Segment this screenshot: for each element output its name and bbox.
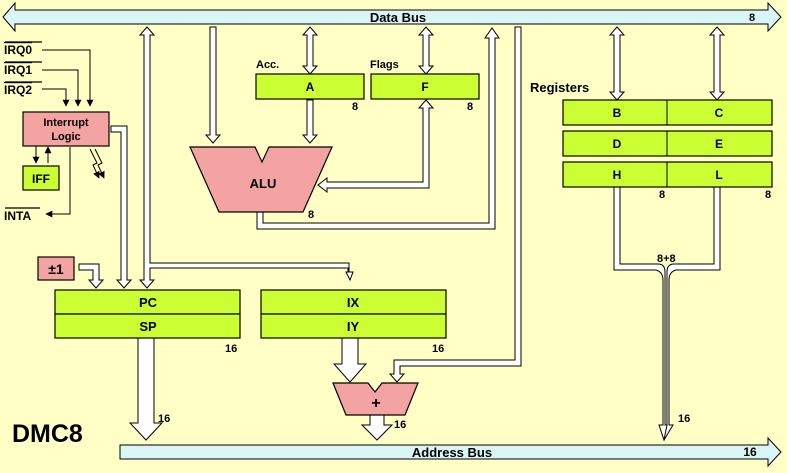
register-l-label: L <box>715 168 722 182</box>
flags-label: F <box>421 80 428 94</box>
irq-labels: IRQ0 IRQ1 IRQ2 <box>4 41 42 97</box>
register-pair-de: D E <box>562 130 773 157</box>
data-bus-label: Data Bus <box>370 10 426 25</box>
alu-unit: ALU 8 <box>189 146 333 221</box>
interrupt-logic-label-line2: Logic <box>51 131 80 143</box>
iff-register: IFF <box>22 165 60 191</box>
flags-caption: Flags <box>370 59 399 71</box>
address-bus: Address Bus 16 <box>119 436 782 468</box>
adder-label: + <box>371 395 380 412</box>
pc-label: PC <box>139 295 158 310</box>
arrow-databus-bc-left <box>608 26 626 101</box>
flags-register: Flags F 8 <box>370 59 480 113</box>
ix-label: IX <box>347 295 360 310</box>
register-h-width: 8 <box>659 189 665 201</box>
inta-signal: INTA <box>4 207 40 223</box>
arrow-databus-f <box>417 26 435 75</box>
irq1-label: IRQ1 <box>4 63 32 77</box>
accumulator-width: 8 <box>352 101 358 113</box>
register-l-width: 8 <box>765 189 771 201</box>
interrupt-logic-label-line1: Interrupt <box>43 117 89 129</box>
pc-sp-out-width: 16 <box>158 413 170 425</box>
arrow-databus-alu <box>204 26 222 144</box>
arrow-a-alu <box>301 99 319 144</box>
registers-out-width: 16 <box>678 413 690 425</box>
interrupt-logic-unit: Interrupt Logic <box>22 111 110 147</box>
arrow-databus-pc <box>138 26 354 289</box>
address-bus-label: Address Bus <box>412 445 492 460</box>
irq0-label: IRQ0 <box>4 43 32 57</box>
address-adder: + 16 <box>332 382 419 431</box>
accumulator-register: Acc. A 8 <box>255 59 365 113</box>
data-bus: Data Bus 8 <box>2 1 782 33</box>
data-bus-width: 8 <box>749 12 755 24</box>
register-file: Registers B C D E H L 8 8 8+8 16 <box>530 80 773 425</box>
pc-sp-registers: PC SP 16 16 <box>54 289 241 425</box>
arrow-databus-adder <box>388 26 522 383</box>
arrow-interrupt-pc <box>110 125 133 289</box>
flags-width: 8 <box>467 101 473 113</box>
irq2-label: IRQ2 <box>4 83 32 97</box>
iff-label: IFF <box>32 172 50 186</box>
register-b-label: B <box>613 106 622 120</box>
diagram-title: DMC8 <box>12 420 83 448</box>
increment-decrement-unit: ±1 <box>37 256 75 281</box>
arrow-databus-bc-right <box>708 26 726 101</box>
arrow-pcsp-addressbus <box>128 337 164 441</box>
arrow-databus-a <box>301 26 319 75</box>
inta-label: INTA <box>4 209 31 223</box>
pc-sp-width: 16 <box>225 343 237 355</box>
register-pair-bc: B C <box>562 99 773 126</box>
arrow-incdec-pc <box>78 263 105 289</box>
register-pair-hl: H L <box>562 161 773 188</box>
register-c-label: C <box>715 106 724 120</box>
register-h-label: H <box>613 168 622 182</box>
arrow-adder-addressbus <box>360 414 394 441</box>
ix-iy-registers: IX IY 16 <box>260 289 447 355</box>
arrow-ixiy-adder <box>332 337 368 383</box>
ix-iy-width: 16 <box>432 343 444 355</box>
registers-combined-width: 8+8 <box>657 253 676 265</box>
accumulator-label: A <box>306 80 315 94</box>
incdec-label: ±1 <box>48 261 64 277</box>
adder-width: 16 <box>394 419 406 431</box>
alu-label: ALU <box>250 176 277 191</box>
sp-label: SP <box>139 319 157 334</box>
register-e-label: E <box>715 137 723 151</box>
register-d-label: D <box>613 137 622 151</box>
arrow-alu-databus <box>256 27 500 230</box>
alu-width: 8 <box>308 209 314 221</box>
iy-label: IY <box>347 319 360 334</box>
registers-caption: Registers <box>530 80 589 95</box>
address-bus-width: 16 <box>743 445 757 459</box>
arrow-registers-addressbus <box>613 186 721 442</box>
arrow-flags-alu <box>317 99 435 194</box>
accumulator-caption: Acc. <box>256 59 279 71</box>
interrupt-lines <box>32 49 105 218</box>
